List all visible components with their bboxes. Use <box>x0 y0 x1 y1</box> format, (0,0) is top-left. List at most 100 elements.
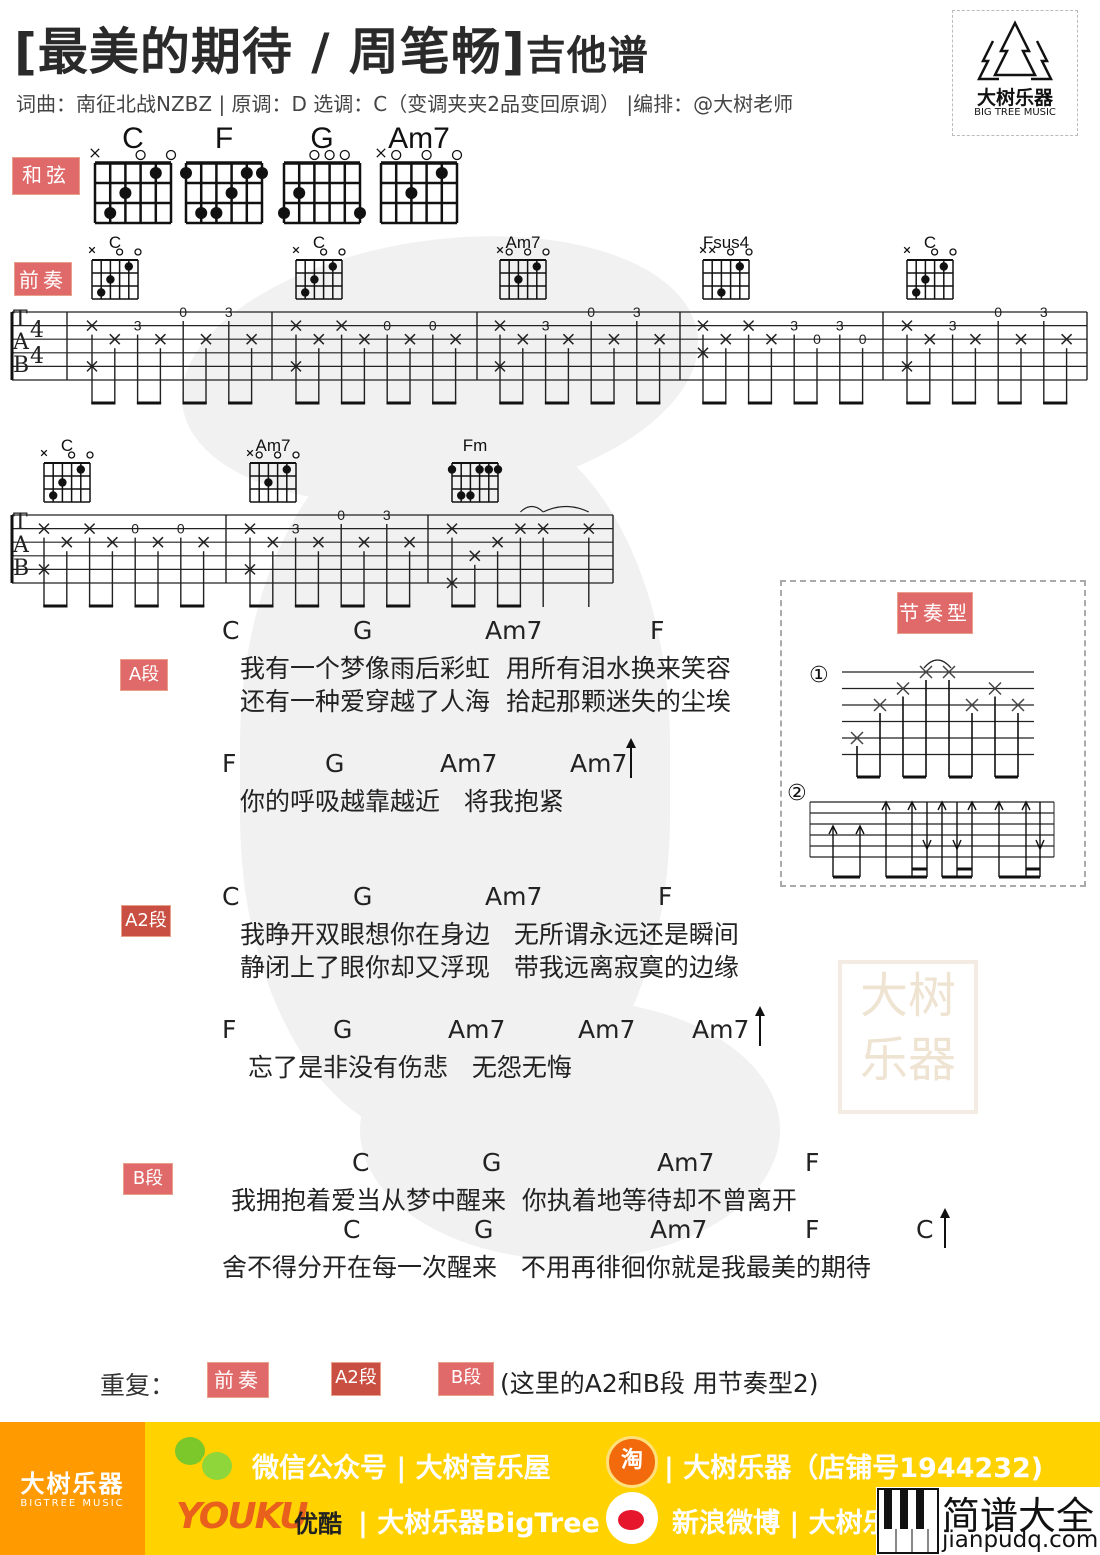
finger-dot <box>119 187 132 199</box>
muted-string-icon <box>708 246 716 254</box>
footer-wechat[interactable]: 微信公众号 | 大树音乐屋 <box>252 1453 551 1484</box>
lyric-line: 舍不得分开在每一次醒来 不用再徘徊你就是我最美的期待 <box>222 1253 871 1282</box>
chord-diagram: Am7 <box>246 436 300 503</box>
chord-diagram: Fm <box>447 436 503 503</box>
piano-keys-icon <box>877 1488 939 1554</box>
footer-youku[interactable]: | 大树乐器BigTree <box>358 1508 600 1539</box>
finger-dot <box>240 167 253 179</box>
finger-dot <box>717 288 726 297</box>
dead-note-mark <box>267 536 279 548</box>
chord-label: Am7 <box>570 749 628 778</box>
dead-note-mark <box>494 320 506 332</box>
finger-dot <box>106 275 115 284</box>
open-string-icon <box>339 149 350 161</box>
finger-dot <box>475 465 484 474</box>
chord-diagram-name: C <box>61 436 73 455</box>
finger-dot <box>514 275 523 284</box>
open-string-icon <box>67 451 76 459</box>
muted-string-icon <box>246 449 254 457</box>
dead-note-mark <box>537 523 549 535</box>
muted-string-icon <box>292 246 300 254</box>
chord-diagram-name: Am7 <box>388 122 450 155</box>
open-string-icon <box>505 248 513 256</box>
chord-label: G <box>353 616 373 645</box>
dead-note-mark <box>697 320 709 332</box>
logo-name: 大树乐器 <box>976 87 1053 109</box>
finger-dot <box>921 275 930 284</box>
chord-label: C <box>343 1215 361 1244</box>
dead-note-mark <box>562 333 574 345</box>
dead-note-mark <box>86 320 98 332</box>
repeat-note: (这里的A2和B段 用节奏型2) <box>500 1369 819 1398</box>
finger-dot <box>939 262 948 271</box>
fret-number: 0 <box>859 331 867 347</box>
fret-number: 3 <box>383 507 391 523</box>
footer-taobao[interactable]: | 大树乐器（店铺号1944232) <box>664 1453 1044 1484</box>
tab-clef-letter: A <box>12 330 30 355</box>
dead-note-mark <box>446 523 458 535</box>
dead-note-mark <box>290 320 302 332</box>
finger-dot <box>180 167 192 179</box>
fret-number: 0 <box>429 318 437 334</box>
chord-label: C <box>222 616 240 645</box>
strum-up-arrow-icon <box>994 800 1004 811</box>
open-string-icon <box>134 248 142 256</box>
chord-label: G <box>474 1215 494 1244</box>
open-string-icon <box>115 248 124 256</box>
dead-note-mark <box>517 333 529 345</box>
lyric-line: 我睁开双眼想你在身边 无所谓永远还是瞬间 <box>240 920 739 949</box>
pattern-note-mark <box>850 731 864 745</box>
strum-up-arrow-icon <box>967 800 977 811</box>
chord-diagram: C <box>90 122 177 225</box>
chord-diagram-name: C <box>122 122 144 155</box>
dead-note-mark <box>358 536 370 548</box>
tab-clef-letter: B <box>13 556 29 581</box>
chord-label: Am7 <box>578 1015 636 1044</box>
open-string-icon <box>86 451 94 459</box>
finger-dot <box>97 288 106 297</box>
chord-label: Am7 <box>657 1148 715 1177</box>
chord-label: G <box>353 882 373 911</box>
open-string-icon <box>391 149 402 161</box>
pattern-note-mark <box>965 698 979 712</box>
dead-note-mark <box>492 536 504 548</box>
open-string-icon <box>542 248 550 256</box>
footer-brand-name: 大树乐器 <box>20 1470 125 1498</box>
chord-label: F <box>805 1215 820 1244</box>
chord-diagram: Am7 <box>376 122 463 225</box>
finger-dot <box>293 187 306 199</box>
open-string-icon <box>451 149 463 161</box>
pattern-note-mark <box>1011 698 1025 712</box>
footer-weibo[interactable]: 新浪微博 | 大树乐器 <box>672 1508 917 1539</box>
repeat-badge-b: B段 <box>438 1362 494 1396</box>
finger-dot <box>225 187 238 199</box>
muted-string-icon <box>40 449 48 457</box>
chord-diagram-name: Fm <box>463 436 488 455</box>
fret-number: 3 <box>134 318 142 334</box>
chord-label: C <box>916 1215 934 1244</box>
strum-up-arrow-icon <box>940 1208 950 1248</box>
dead-note-mark <box>38 523 50 535</box>
dead-note-mark <box>106 536 118 548</box>
chord-diagram-name: Am7 <box>506 233 541 252</box>
chord-diagram-name: C <box>313 233 325 252</box>
dead-note-mark <box>608 333 620 345</box>
chord-label: F <box>650 616 665 645</box>
repeat-badge-a2: A2段 <box>331 1362 381 1396</box>
tab-clef-letter: B <box>13 353 29 378</box>
muted-string-icon <box>90 148 100 158</box>
open-string-icon <box>338 248 346 256</box>
fret-number: 0 <box>177 521 185 537</box>
pattern-2-label: ② <box>787 781 807 806</box>
tab-clef-letter: A <box>12 533 30 558</box>
fret-number: 0 <box>337 507 345 523</box>
chord-diagram-name: G <box>310 122 333 155</box>
open-string-icon <box>930 248 939 256</box>
song-title: [最美的期待 / 周笔畅] <box>14 23 526 81</box>
strum-up-arrow-icon <box>1021 800 1031 811</box>
chord-label: Am7 <box>448 1015 506 1044</box>
finger-dot <box>328 262 337 271</box>
finger-dot <box>735 262 744 271</box>
